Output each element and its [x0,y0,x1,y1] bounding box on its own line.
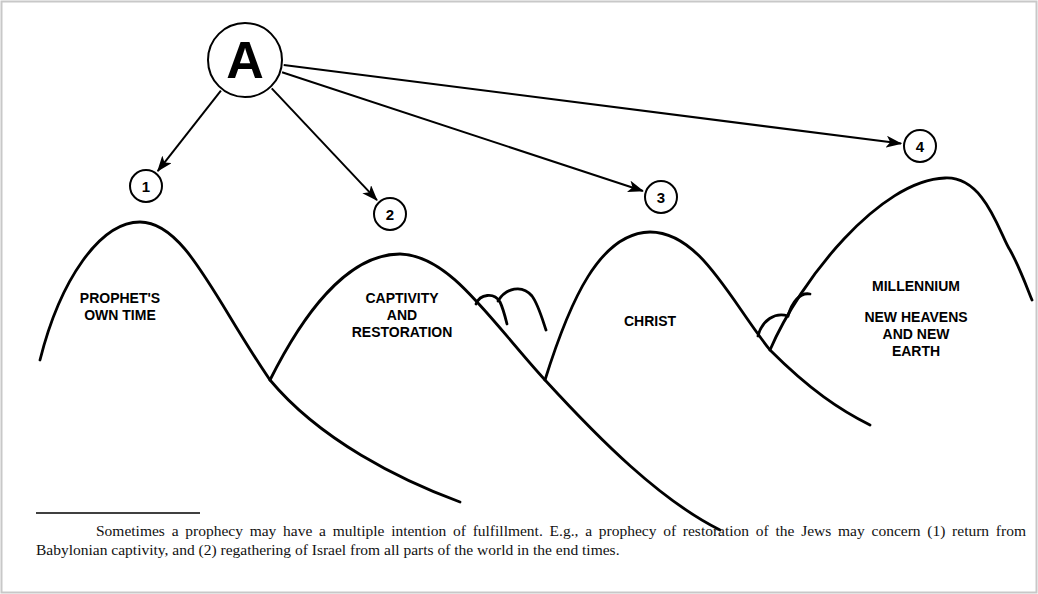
mountain-peak: MILLENNIUMNEW HEAVENS AND NEW EARTH [765,170,1035,355]
era-label: MILLENNIUM [872,278,960,295]
arrow-connector [272,88,377,200]
mountain-outline [540,225,875,430]
arrow-connector [158,91,221,171]
era-label: NEW HEAVENS AND NEW EARTH [860,309,972,360]
peak-label-group: PROPHET'S OWN TIME [80,290,160,324]
arrow-connector [282,72,643,191]
mountain-line [498,289,546,330]
mountain-outline [265,245,725,535]
peak-label-group: MILLENNIUM NEW HEAVENS AND NEW EARTH [860,278,972,360]
callout-circle: 2 [373,197,407,231]
caption: Sometimes a prophecy may have a multiple… [36,521,1026,559]
author-circle: A [207,22,283,98]
era-label: PROPHET'S OWN TIME [80,290,160,324]
mountain-peak: CAPTIVITY AND RESTORATION [265,245,725,535]
callout-circle: 4 [903,129,937,163]
circle-letter: A [226,34,264,86]
callout-circle: 1 [129,169,163,203]
callout-number: 2 [386,207,394,222]
era-label: CAPTIVITY AND RESTORATION [352,290,453,341]
mountain-line [40,222,460,502]
mountain-line [545,232,870,425]
callout-number: 3 [657,190,665,205]
mountain-line [758,294,810,336]
callout-circle: 3 [644,180,678,214]
mountain-peak: CHRIST [540,225,875,430]
callout-number: 4 [916,139,924,154]
arrow-connector [284,65,901,144]
mountain-line [270,254,720,530]
peak-label-group: CHRIST [624,313,676,330]
callout-number: 1 [142,179,150,194]
mountain-line [476,295,507,324]
peak-label-group: CAPTIVITY AND RESTORATION [352,290,453,341]
era-label: CHRIST [624,313,676,330]
footnote-rule [36,512,200,514]
